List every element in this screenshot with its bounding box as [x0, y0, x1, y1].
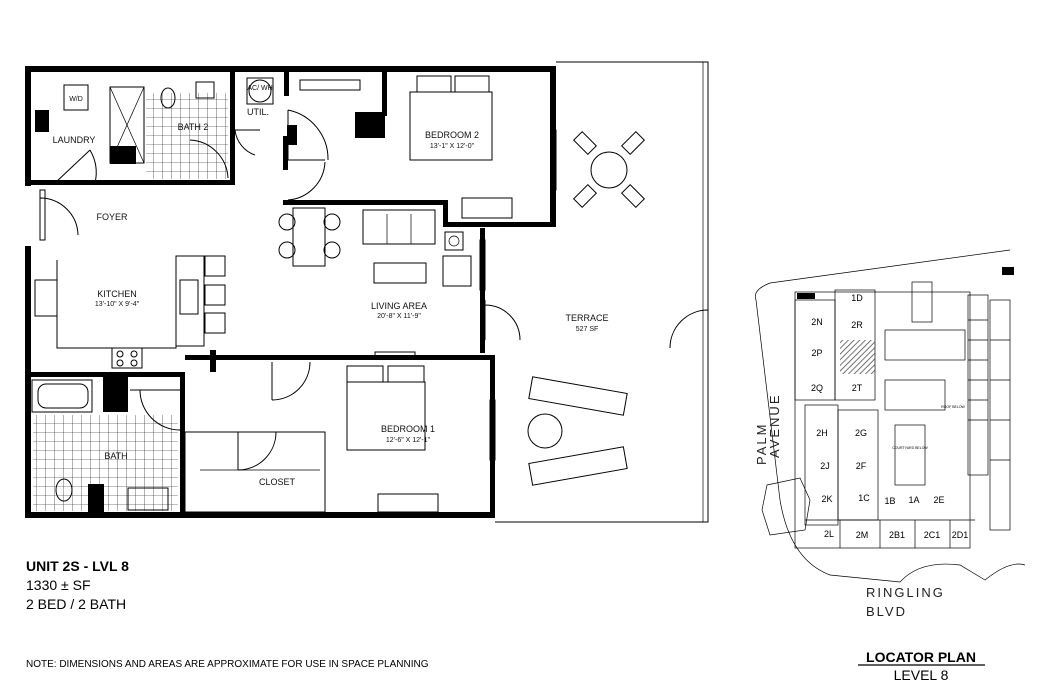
locator-unit-2p: 2P	[811, 348, 822, 358]
locator-plan-title: LOCATOR PLAN	[866, 649, 976, 665]
closet-outline	[184, 431, 326, 513]
terrace-label: TERRACE	[565, 313, 608, 323]
bath2-tile-floor	[146, 93, 228, 179]
locator-unit-2k: 2K	[821, 494, 832, 504]
kitchen-dims: 13'-10" X 9'-4"	[95, 301, 140, 308]
locator-unit-2d1: 2D1	[952, 530, 969, 540]
dresser-bedroom2	[461, 197, 513, 219]
laundry-label: LAUNDRY	[53, 135, 96, 145]
street-ringling: RINGLING	[866, 585, 945, 600]
bedroom1-dims: 12'-6" X 12'-1"	[386, 437, 431, 444]
lamp	[444, 231, 464, 251]
locator-unit-1b: 1B	[884, 496, 895, 506]
dresser-bedroom1	[377, 493, 439, 513]
locator-unit-2n: 2N	[811, 317, 823, 327]
locator-unit-2f: 2F	[856, 461, 867, 471]
locator-unit-2q: 2Q	[811, 383, 823, 393]
terrace-outline	[495, 61, 709, 523]
range	[111, 347, 143, 369]
sofa	[362, 209, 436, 245]
bath-label: BATH	[104, 451, 127, 461]
unit-beds-baths: 2 BED / 2 BATH	[26, 596, 126, 612]
foyer-label: FOYER	[96, 212, 128, 222]
coffee-table	[373, 262, 427, 284]
bedroom2-label: BEDROOM 2	[425, 130, 479, 140]
toilet-bath	[55, 478, 73, 502]
bedroom2-dims: 13'-1" X 12'-0"	[430, 143, 475, 150]
toilet-bath2	[160, 87, 176, 109]
locator-unit-1a: 1A	[908, 495, 919, 505]
kitchen-sink	[179, 279, 199, 315]
vanity-bath	[127, 487, 169, 511]
locator-unit-2l: 2L	[824, 529, 834, 539]
ac-wh-unit	[246, 77, 274, 105]
locator-unit-2m: 2M	[856, 530, 869, 540]
living-label: LIVING AREA	[371, 301, 427, 311]
roof-below-label: ROOF BELOW	[941, 405, 965, 409]
locator-unit-2j: 2J	[820, 461, 830, 471]
terrace-furniture	[527, 130, 646, 486]
washer-dryer	[63, 84, 89, 111]
unit-info: UNIT 2S - LVL 8 1330 ± SF 2 BED / 2 BATH…	[26, 558, 429, 670]
locator-unit-1d: 1D	[851, 293, 863, 303]
disclaimer-note: NOTE: DIMENSIONS AND AREAS ARE APPROXIMA…	[26, 659, 429, 670]
locator-unit-2r: 2R	[851, 320, 863, 330]
locator-unit-2b1: 2B1	[889, 530, 905, 540]
fixtures	[31, 75, 513, 513]
living-dims: 20'-8" X 11'-9"	[377, 313, 421, 320]
bedroom1-label: BEDROOM 1	[381, 424, 435, 434]
unit-area: 1330 ± SF	[26, 577, 91, 593]
street-blvd: BLVD	[866, 604, 907, 619]
doors	[39, 109, 521, 471]
courtyard-below-label: COURTYARD BELOW	[892, 446, 928, 450]
armchair	[442, 255, 472, 287]
dining-table	[292, 207, 326, 267]
locator-unit-1c: 1C	[858, 493, 870, 503]
highlighted-unit-2s	[840, 340, 875, 374]
bath2-label: BATH 2	[178, 122, 209, 132]
windows	[39, 129, 557, 461]
street-palm: PALM	[754, 423, 769, 465]
locator-unit-2t: 2T	[852, 383, 863, 393]
locator-plan: 1D 2N 2R 2P 2Q 2T 2H 2G 2J 2F 2K 1C 1B 1…	[754, 249, 1026, 683]
locator-plan-level: LEVEL 8	[894, 667, 949, 683]
unit-title: UNIT 2S - LVL 8	[26, 558, 129, 574]
bath-tile-floor	[33, 415, 178, 511]
locator-unit-2e: 2E	[933, 495, 944, 505]
kitchen-island	[175, 255, 205, 347]
bed-bedroom1	[346, 381, 426, 451]
street-avenue: AVENUE	[767, 394, 782, 459]
kitchen-label: KITCHEN	[97, 289, 137, 299]
locator-unit-2g: 2G	[855, 428, 867, 438]
util-label: UTIL.	[247, 107, 269, 117]
washer-dryer-label: W/D	[69, 96, 83, 103]
fridge	[34, 279, 58, 317]
locator-unit-2c1: 2C1	[924, 530, 941, 540]
terrace-area: 527 SF	[576, 326, 599, 333]
bathtub	[31, 379, 93, 413]
closet-rod-bedroom2	[299, 79, 361, 91]
sink-bath2	[195, 81, 215, 99]
closet-label: CLOSET	[259, 477, 296, 487]
ac-wh-label: AC/ WH	[247, 85, 272, 92]
locator-unit-2h: 2H	[816, 428, 828, 438]
unit-floor-plan: W/D LAUNDRY BATH 2 AC/ WH UTIL. BEDROOM …	[25, 61, 709, 523]
shower	[109, 86, 145, 164]
